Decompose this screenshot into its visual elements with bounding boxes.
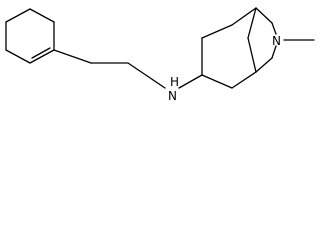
bond [29,49,55,64]
bond [231,71,257,89]
double-bond-inner-line [31,47,51,59]
bond [29,8,55,23]
bond [271,45,277,59]
bridge-nitrogen-label: N [272,34,281,48]
bond [247,7,257,39]
bond [201,24,233,39]
amine-hydrogen-label: H [170,75,179,89]
bond [255,57,273,73]
bond [201,74,233,89]
bond [53,49,92,64]
chemical-structure-diagram: N H N [5,7,315,103]
ethyl-chain [53,49,166,89]
amine-nitrogen-label: N [168,89,177,103]
bond [247,37,257,73]
cyclohexene-ring [5,8,55,64]
bond [127,62,166,89]
bond [5,49,31,64]
bond [178,74,203,89]
bond [231,7,257,26]
bond [271,22,277,35]
bond [5,8,31,23]
amine-group: N H [168,74,203,103]
bond [255,7,273,24]
tropane-core: N [201,7,315,89]
